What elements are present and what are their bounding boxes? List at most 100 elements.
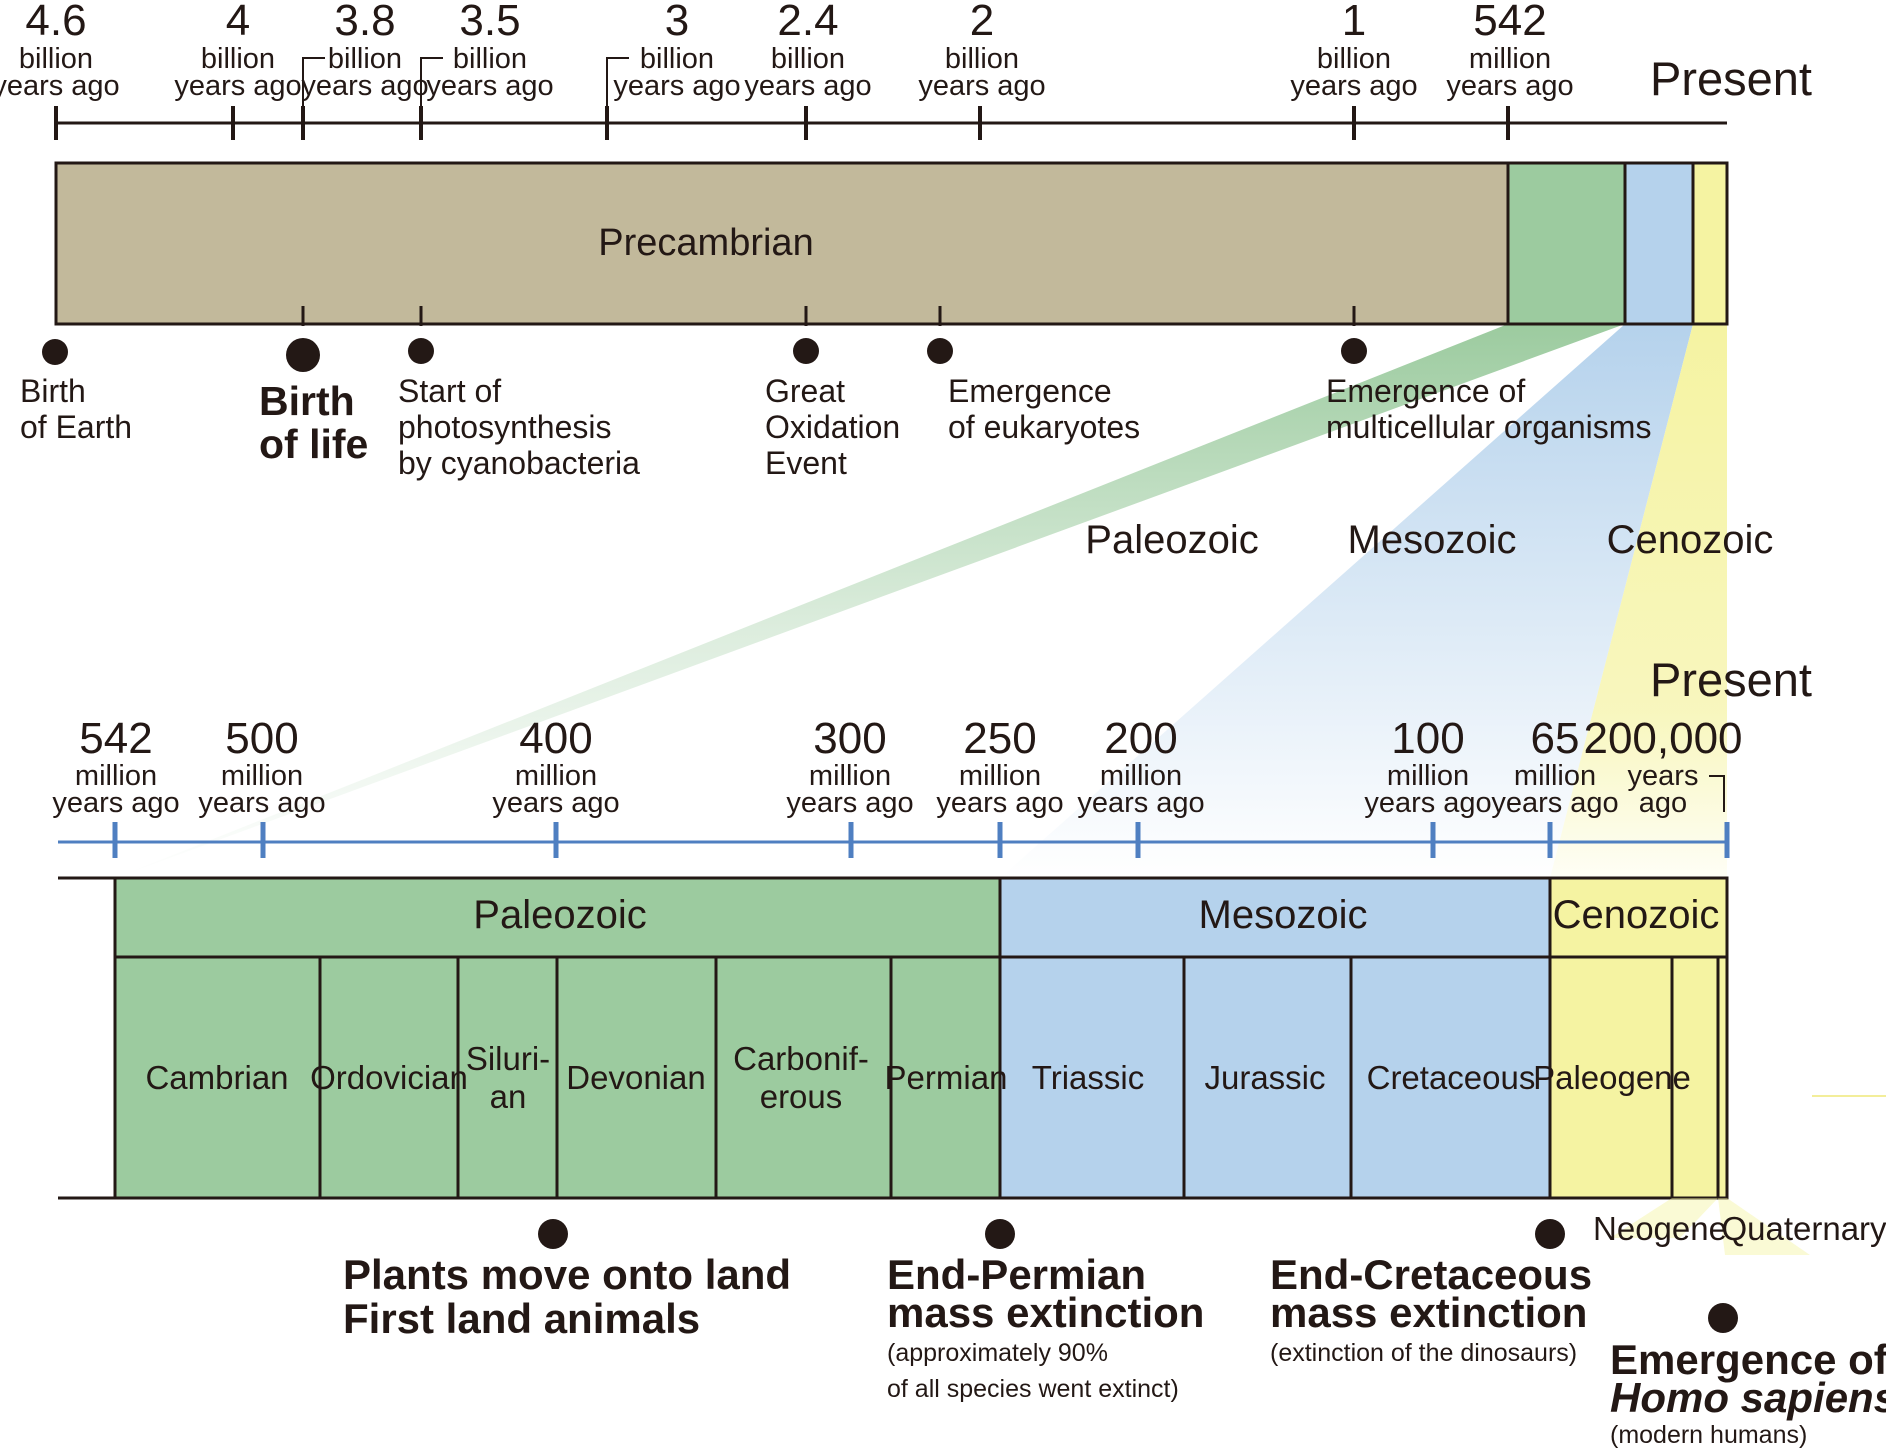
mesozoic-zoom-fan bbox=[1000, 324, 1693, 878]
precambrian-bar bbox=[54, 161, 1510, 326]
event-great-oxidation: Great Oxidation Event bbox=[765, 306, 900, 481]
top-tick-unit: billion bbox=[945, 43, 1019, 75]
cenozoic-bar-segment bbox=[1691, 161, 1729, 326]
neogene-label: Neogene bbox=[1593, 1210, 1727, 1247]
event-marker bbox=[538, 1219, 568, 1249]
top-tick-unit: years ago bbox=[1290, 70, 1417, 102]
event-label-line3: by cyanobacteria bbox=[398, 445, 640, 481]
event-label-line1: End-Permian bbox=[887, 1251, 1146, 1298]
period-label: Triassic bbox=[1032, 1059, 1144, 1096]
bottom-tick-value: 300 bbox=[813, 714, 886, 763]
bottom-tick-unit: years ago bbox=[52, 787, 179, 819]
zoom-fans bbox=[115, 324, 1727, 878]
cenozoic-era-label: Cenozoic bbox=[1553, 893, 1720, 937]
top-tick-value: 1 bbox=[1342, 0, 1366, 45]
event-label-line3: Event bbox=[765, 445, 847, 481]
middle-cenozoic-label: Cenozoic bbox=[1607, 518, 1774, 562]
mesozoic-era-label: Mesozoic bbox=[1199, 893, 1368, 937]
event-photosynthesis: Start of photosynthesis by cyanobacteria bbox=[398, 306, 640, 481]
event-label-line2: Oxidation bbox=[765, 409, 900, 445]
top-tick-unit: billion bbox=[771, 43, 845, 75]
period-label: Permian bbox=[885, 1059, 1008, 1096]
top-tick-value: 3 bbox=[665, 0, 689, 45]
event-eukaryotes: Emergence of eukaryotes bbox=[927, 306, 1140, 445]
top-tick-value: 2.4 bbox=[777, 0, 838, 45]
top-tick-value: 4.6 bbox=[25, 0, 86, 45]
top-tick-unit: years ago bbox=[426, 70, 553, 102]
bottom-tick-unit: million bbox=[1514, 760, 1596, 792]
top-tick-unit: years ago bbox=[0, 70, 120, 102]
bottom-tick-unit: million bbox=[959, 760, 1041, 792]
event-marker bbox=[408, 338, 434, 364]
top-tick-unit: years ago bbox=[301, 70, 428, 102]
top-tick-bracket bbox=[606, 57, 629, 106]
cenozoic-era-cell bbox=[1548, 876, 1729, 959]
paleozoic-bar-segment bbox=[1506, 161, 1627, 326]
event-label-line1: Emergence of bbox=[1610, 1336, 1886, 1383]
event-multicellular: Emergence of multicellular organisms bbox=[1326, 306, 1651, 445]
bottom-tick-value: 100 bbox=[1391, 714, 1464, 763]
period-label: Ordovician bbox=[310, 1059, 468, 1096]
period-label: Devonian bbox=[566, 1059, 705, 1096]
period-carboniferous bbox=[714, 955, 893, 1200]
period-row: Cambrian Ordovician Siluri- an Devonian … bbox=[113, 955, 1729, 1200]
quaternary-callout-fan bbox=[1718, 1198, 1810, 1255]
middle-mesozoic-label: Mesozoic bbox=[1348, 518, 1517, 562]
event-label-line2: photosynthesis bbox=[398, 409, 611, 445]
period-triassic bbox=[998, 955, 1186, 1200]
event-marker bbox=[927, 338, 953, 364]
top-tick-unit: years ago bbox=[1446, 70, 1573, 102]
top-events: Birth of Earth Birth of life Start of ph… bbox=[20, 306, 1651, 481]
top-tick-unit: years ago bbox=[174, 70, 301, 102]
bottom-tick-unit: years ago bbox=[1491, 787, 1618, 819]
event-label-line1: Plants move onto land bbox=[343, 1251, 791, 1298]
event-note-line1: (approximately 90% bbox=[887, 1339, 1108, 1367]
event-label-line2: First land animals bbox=[343, 1295, 700, 1342]
event-label-line1: End-Cretaceous bbox=[1270, 1251, 1592, 1298]
top-tick-bracket bbox=[420, 57, 443, 106]
event-note-line1: (extinction of the dinosaurs) bbox=[1270, 1339, 1577, 1367]
bottom-tick-unit: years ago bbox=[1364, 787, 1491, 819]
event-homo-sapiens: Emergence of Homo sapiens (modern humans… bbox=[1610, 1303, 1886, 1449]
event-marker bbox=[985, 1219, 1015, 1249]
top-present-label: Present bbox=[1650, 52, 1812, 105]
middle-paleozoic-label: Paleozoic bbox=[1085, 518, 1258, 562]
paleozoic-zoom-fan bbox=[115, 324, 1625, 878]
top-tick-unit: billion bbox=[201, 43, 275, 75]
precambrian-label: Precambrian bbox=[598, 222, 813, 264]
event-label-line2: of Earth bbox=[20, 409, 132, 445]
event-label-line2: Homo sapiens bbox=[1610, 1374, 1886, 1421]
event-marker bbox=[42, 339, 68, 365]
event-birth-of-earth: Birth of Earth bbox=[20, 339, 132, 445]
period-label: erous bbox=[760, 1078, 843, 1115]
bottom-tick-unit: million bbox=[221, 760, 303, 792]
mesozoic-bar-segment bbox=[1623, 161, 1695, 326]
event-label-line1: Emergence of bbox=[1326, 373, 1525, 409]
bottom-tick-value: 65 bbox=[1531, 714, 1580, 763]
top-tick-unit: billion bbox=[328, 43, 402, 75]
top-tick-value: 542 bbox=[1473, 0, 1546, 45]
top-tick-unit: billion bbox=[453, 43, 527, 75]
bottom-tick-value: 500 bbox=[225, 714, 298, 763]
top-tick-unit: years ago bbox=[918, 70, 1045, 102]
period-silurian bbox=[456, 955, 559, 1200]
top-tick-value: 4 bbox=[226, 0, 250, 45]
top-tick-value: 3.8 bbox=[334, 0, 395, 45]
event-label-line2: mass extinction bbox=[1270, 1289, 1587, 1336]
period-label: Jurassic bbox=[1204, 1059, 1325, 1096]
event-birth-of-life: Birth of life bbox=[259, 306, 368, 467]
event-label-line2: mass extinction bbox=[887, 1289, 1204, 1336]
bottom-tick-unit: years bbox=[1628, 760, 1699, 792]
bottom-tick-unit: years ago bbox=[492, 787, 619, 819]
event-plants-on-land: Plants move onto land First land animals bbox=[343, 1219, 791, 1342]
event-label-line2: multicellular organisms bbox=[1326, 409, 1651, 445]
event-label-line2: of life bbox=[259, 421, 368, 467]
cenozoic-zoom-fan bbox=[1550, 324, 1727, 878]
bottom-tick-unit: years ago bbox=[936, 787, 1063, 819]
bottom-present-label: Present bbox=[1650, 653, 1812, 706]
top-tick-unit: billion bbox=[640, 43, 714, 75]
bottom-tick-bracket bbox=[1709, 775, 1725, 812]
event-marker bbox=[1535, 1219, 1565, 1249]
top-tick-unit: years ago bbox=[613, 70, 740, 102]
period-cambrian bbox=[113, 955, 322, 1200]
